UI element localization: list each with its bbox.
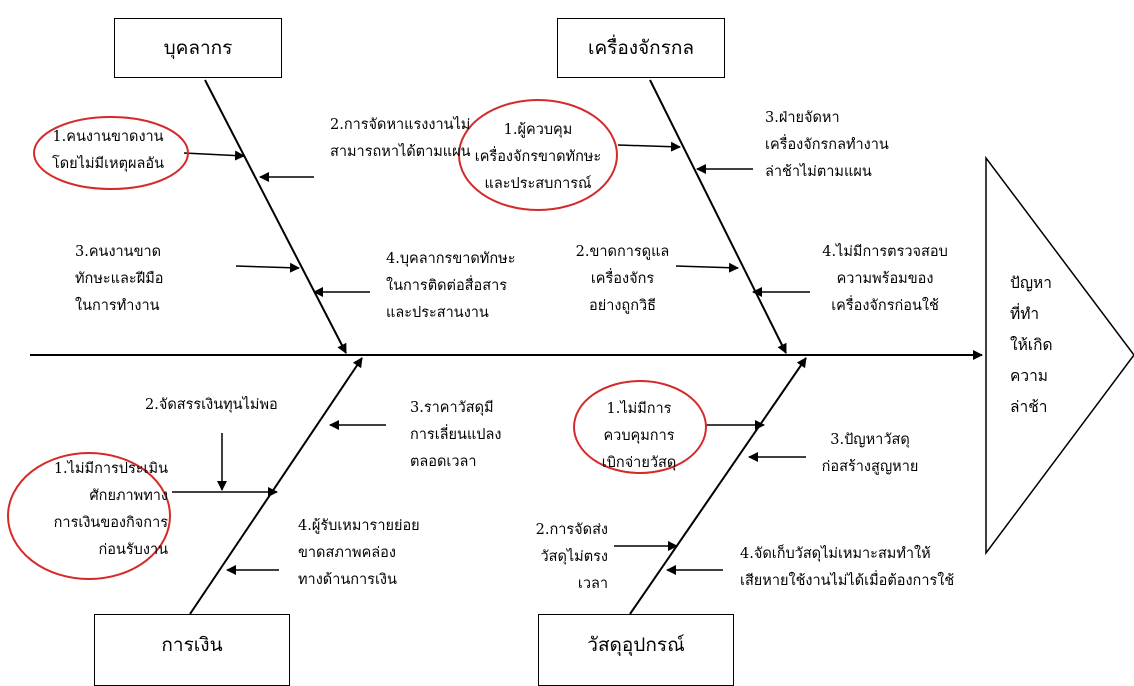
bone-finance (189, 357, 363, 615)
problem-head (985, 155, 1134, 556)
cause-finance-1: 1.ไม่มีการประเมิน ศักยภาพทาง การเงินของก… (53, 461, 168, 558)
cause-personnel-3: 2.การจัดหาแรงงานไม่ สามารถหาได้ตามแผน (330, 117, 471, 160)
cause-personnel-4: 4.บุคลากรขาดทักษะ ในการติดต่อสื่อสาร และ… (386, 251, 516, 321)
cause-machinery-1: 1.ผู้ควบคุม เครื่องจักรขาดทักษะ และประสบ… (474, 122, 602, 192)
category-materials-label: วัสดุอุปกรณ์ (587, 634, 685, 656)
cause-personnel-1: 1.คนงานขาดงาน โดยไม่มีเหตุผลอัน (51, 129, 165, 172)
cause-materials-2: 2.การจัดส่ง วัสดุไม่ตรง เวลา (535, 522, 608, 592)
cause-materials-1: 1.ไม่มีการ ควบคุมการ เบิกจ่ายวัสดุ (601, 401, 677, 471)
highlight-materials-1 (573, 380, 707, 474)
category-personnel-label: บุคลากร (163, 37, 233, 59)
bone-materials (629, 357, 807, 615)
highlight-machinery-1 (458, 99, 618, 211)
cause-finance-3: 3.ราคาวัสดุมี การเลี่ยนแปลง ตลอดเวลา (410, 400, 502, 470)
cause-materials-3: 3.ปัญหาวัสดุ ก่อสร้างสูญหาย (821, 432, 919, 475)
arrow-personnel-2 (235, 262, 300, 273)
category-machinery-label: เครื่องจักรกล (587, 37, 695, 59)
cause-machinery-4: 4.ไม่มีการตรวจสอบ ความพร้อมของ เครื่องจั… (822, 244, 948, 314)
category-personnel-box: บุคลากร (114, 18, 282, 78)
cause-personnel-2: 3.คนงานขาด ทักษะและฝีมือ ในการทำงาน (75, 244, 164, 314)
cause-finance-4: 4.ผู้รับเหมารายย่อย ขาดสภาพคล่อง ทางด้าน… (298, 518, 420, 588)
arrow-machinery-2 (675, 262, 739, 273)
bone-machinery (649, 79, 787, 354)
arrow-personnel-1 (183, 150, 245, 161)
cause-finance-2: 2.จัดสรรเงินทุนไม่พอ (145, 397, 278, 413)
highlight-personnel-1 (33, 116, 189, 190)
category-finance-box: การเงิน (94, 614, 290, 686)
cause-materials-4: 4.จัดเก็บวัสดุไม่เหมาะสมทำให้ เสียหายใช้… (740, 546, 955, 589)
category-materials-box: วัสดุอุปกรณ์ (538, 614, 734, 686)
cause-machinery-2: 2.ขาดการดูแล เครื่องจักร อย่างถูกวิธี (575, 244, 670, 314)
category-finance-label: การเงิน (161, 634, 223, 656)
category-machinery-box: เครื่องจักรกล (557, 18, 725, 78)
cause-machinery-3: 3.ฝ่ายจัดหา เครื่องจักรกลทำงาน ล่าช้าไม่… (765, 110, 889, 180)
problem-statement: ปัญหา ที่ทำ ให้เกิด ความ ล่าช้า (1010, 274, 1053, 416)
bone-personnel (204, 79, 347, 354)
arrow-machinery-1 (617, 141, 681, 152)
highlight-finance-1 (7, 452, 171, 580)
